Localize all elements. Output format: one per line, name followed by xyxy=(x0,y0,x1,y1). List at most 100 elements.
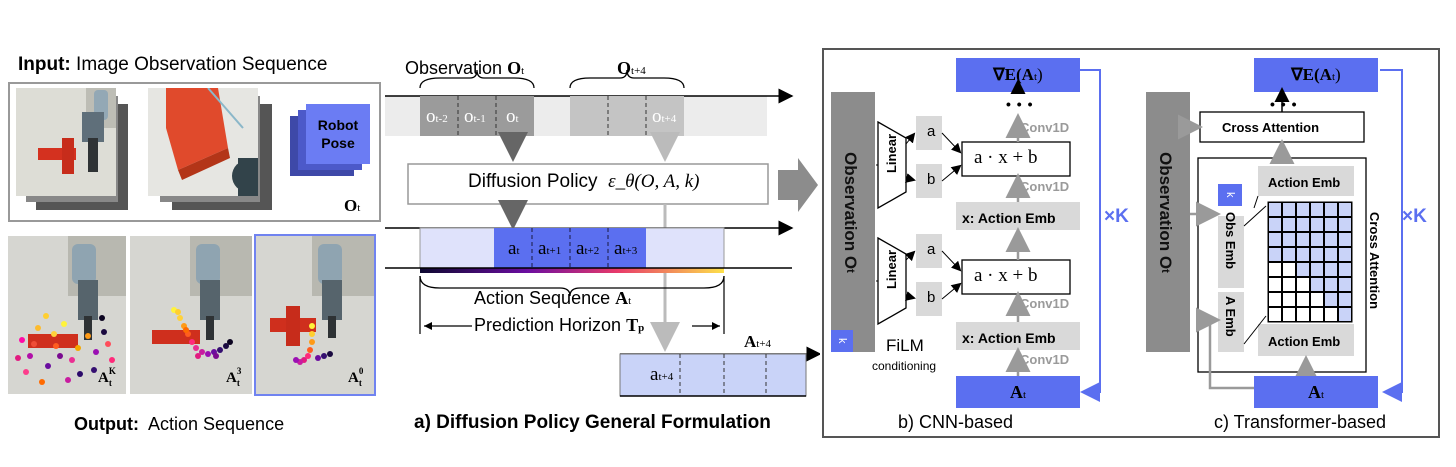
obs-cell-0: ot-2 xyxy=(426,106,448,128)
input-description: Image Observation Sequence xyxy=(76,54,328,75)
attention-cell xyxy=(1324,247,1338,262)
attention-cell xyxy=(1324,292,1338,307)
tf-a-emb: A Emb xyxy=(1223,296,1238,337)
obs-symbol-left: Ot xyxy=(344,196,360,216)
output-heading: Output: Action Sequence xyxy=(74,414,284,435)
diffusion-policy-box xyxy=(407,163,769,205)
diffusion-policy-label: Diffusion Policy ε_θ(O, A, k) xyxy=(468,171,700,193)
obs-cell-1: ot-1 xyxy=(464,106,486,128)
cnn-a-2: a xyxy=(927,241,936,258)
cnn-b-1: b xyxy=(927,171,936,188)
attention-cell xyxy=(1324,232,1338,247)
cnn-conv-2: Conv1D xyxy=(1020,179,1070,194)
action-cell-2: at+2 xyxy=(576,238,599,260)
diffusion-formula: ε_θ(O, A, k) xyxy=(608,171,700,192)
cnn-conv-4: Conv1D xyxy=(1020,352,1070,367)
next-action-cell-sub: t+4 xyxy=(658,371,674,383)
action-cell-1-sub: t+1 xyxy=(546,245,562,257)
obs-t4-heading-sub: t+4 xyxy=(631,65,646,77)
attention-cell xyxy=(1310,217,1324,232)
tf-k-box: k xyxy=(1218,184,1242,206)
action-label-0-sup: 0 xyxy=(358,366,364,376)
action-photo-3-art xyxy=(130,236,252,394)
tf-bottom-sub: t xyxy=(1320,388,1325,401)
attention-cell xyxy=(1268,217,1282,232)
obs-cell-2: ot xyxy=(506,106,519,128)
action-cell-3: at+3 xyxy=(614,238,637,260)
output-description: Action Sequence xyxy=(147,414,285,434)
action-cell-1-main: a xyxy=(538,238,547,259)
prediction-horizon-text: Prediction Horizon xyxy=(474,315,622,335)
obs-t4-cell-main: o xyxy=(652,106,662,127)
next-action-heading: At+4 xyxy=(744,332,771,352)
next-action-cell-main: a xyxy=(650,364,659,385)
obs-t4-heading-symbol: O xyxy=(617,58,632,78)
attention-cell xyxy=(1324,307,1338,322)
attention-cell xyxy=(1282,262,1296,277)
attention-cell xyxy=(1324,202,1338,217)
cnn-b-2: b xyxy=(927,289,936,306)
attention-cell xyxy=(1282,247,1296,262)
observation-heading-label: Observation xyxy=(405,58,503,78)
cnn-dots: • • • xyxy=(1006,96,1034,112)
cnn-observation-label: Observation Ot xyxy=(840,152,860,273)
cnn-gradient-sub: t xyxy=(1033,71,1038,83)
attention-cell xyxy=(1268,307,1282,322)
attention-cell xyxy=(1310,262,1324,277)
tf-bottom-at: At xyxy=(1254,376,1378,408)
robot-pose-label: Robot Pose xyxy=(317,117,359,151)
cnn-bottom-sub: t xyxy=(1022,388,1027,401)
attention-cell xyxy=(1296,202,1310,217)
attention-cell xyxy=(1296,292,1310,307)
cnn-action-emb-2: x: Action Emb xyxy=(962,330,1056,346)
obs-t4-cell: ot+4 xyxy=(652,106,676,128)
film-label: FiLM xyxy=(886,336,924,355)
attention-cell xyxy=(1268,262,1282,277)
cnn-k-label: k xyxy=(836,338,848,344)
attention-cell xyxy=(1296,277,1310,292)
cnn-k-box: k xyxy=(831,330,853,352)
prediction-horizon-label: Prediction Horizon Tp xyxy=(474,315,644,336)
prediction-horizon-sub: p xyxy=(638,322,645,334)
cnn-film-formula-2: a · x + b xyxy=(974,265,1038,286)
noisy-action-points xyxy=(15,313,115,385)
tf-observation-sub: t xyxy=(1159,269,1171,273)
tf-obs-emb: Obs Emb xyxy=(1223,212,1238,270)
input-frame xyxy=(8,82,381,222)
observation-heading: Observation Ot xyxy=(405,58,524,79)
cnn-conv-1: Conv1D xyxy=(1020,120,1070,135)
observation-heading-sub: t xyxy=(521,65,525,77)
obs-cell-0-main: o xyxy=(426,106,436,127)
attention-cell xyxy=(1282,232,1296,247)
tf-gradient-sub: t xyxy=(1331,71,1336,83)
action-cell-3-sub: t+3 xyxy=(622,245,638,257)
attention-cell xyxy=(1310,247,1324,262)
obs-t4-cell-sub: t+4 xyxy=(661,113,677,125)
tf-gradient-label: ∇E(A xyxy=(1291,65,1332,84)
cnn-times-k: ×K xyxy=(1104,206,1129,227)
cnn-action-emb-1: x: Action Emb xyxy=(962,210,1056,226)
center-caption: a) Diffusion Policy General Formulation xyxy=(414,412,771,433)
tf-caption: c) Transformer-based xyxy=(1214,412,1387,432)
action-photo-0 xyxy=(254,234,376,396)
obs-window-t4 xyxy=(570,96,684,136)
partial-denoised-points xyxy=(171,307,233,359)
attention-cell xyxy=(1282,307,1296,322)
clean-action-points xyxy=(293,323,333,365)
next-action-heading-symbol: A xyxy=(744,332,757,351)
action-photo-3 xyxy=(130,236,252,394)
next-action-cell: at+4 xyxy=(650,364,673,386)
attention-cell xyxy=(1338,232,1352,247)
prediction-horizon-symbol: T xyxy=(626,315,639,335)
attention-cell xyxy=(1338,217,1352,232)
attention-cell xyxy=(1310,292,1324,307)
obs-symbol-left-main: O xyxy=(344,196,358,215)
film-sub-label: conditioning xyxy=(872,359,937,373)
diffusion-policy-text: Diffusion Policy xyxy=(468,171,598,192)
obs-brace xyxy=(419,69,535,89)
time-heat-bar xyxy=(420,268,724,273)
tf-gradient-box: ∇E(At) xyxy=(1254,58,1378,92)
center-diagram-svg xyxy=(385,69,820,397)
